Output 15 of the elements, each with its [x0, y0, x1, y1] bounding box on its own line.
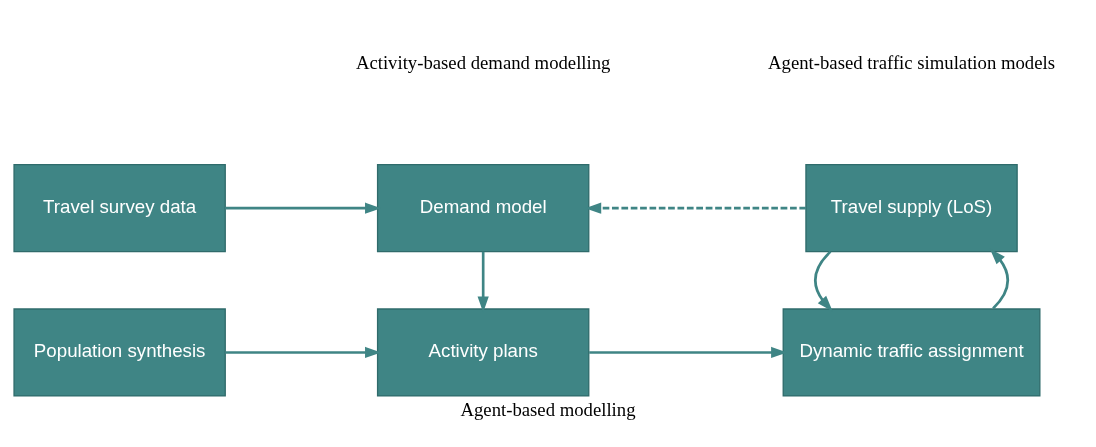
- arrow: [989, 248, 1010, 310]
- node-box: Travel survey data: [13, 164, 226, 253]
- node-box: Population synthesis: [13, 308, 226, 397]
- node-box: Dynamic traffic assignment: [782, 308, 1041, 397]
- arrow: [814, 250, 833, 312]
- arrow: [225, 202, 382, 214]
- label: Activity-based demand modelling: [355, 51, 611, 73]
- arrow: [585, 202, 806, 214]
- arrow: [477, 251, 489, 313]
- label: Agent-based traffic simulation models: [768, 51, 1055, 73]
- caption: Agent-based modelling: [460, 399, 636, 421]
- arrow: [225, 346, 382, 359]
- node-box: Demand model: [376, 164, 590, 253]
- node-box: Activity plans: [376, 308, 590, 397]
- node-box: Travel supply (LoS): [805, 164, 1018, 253]
